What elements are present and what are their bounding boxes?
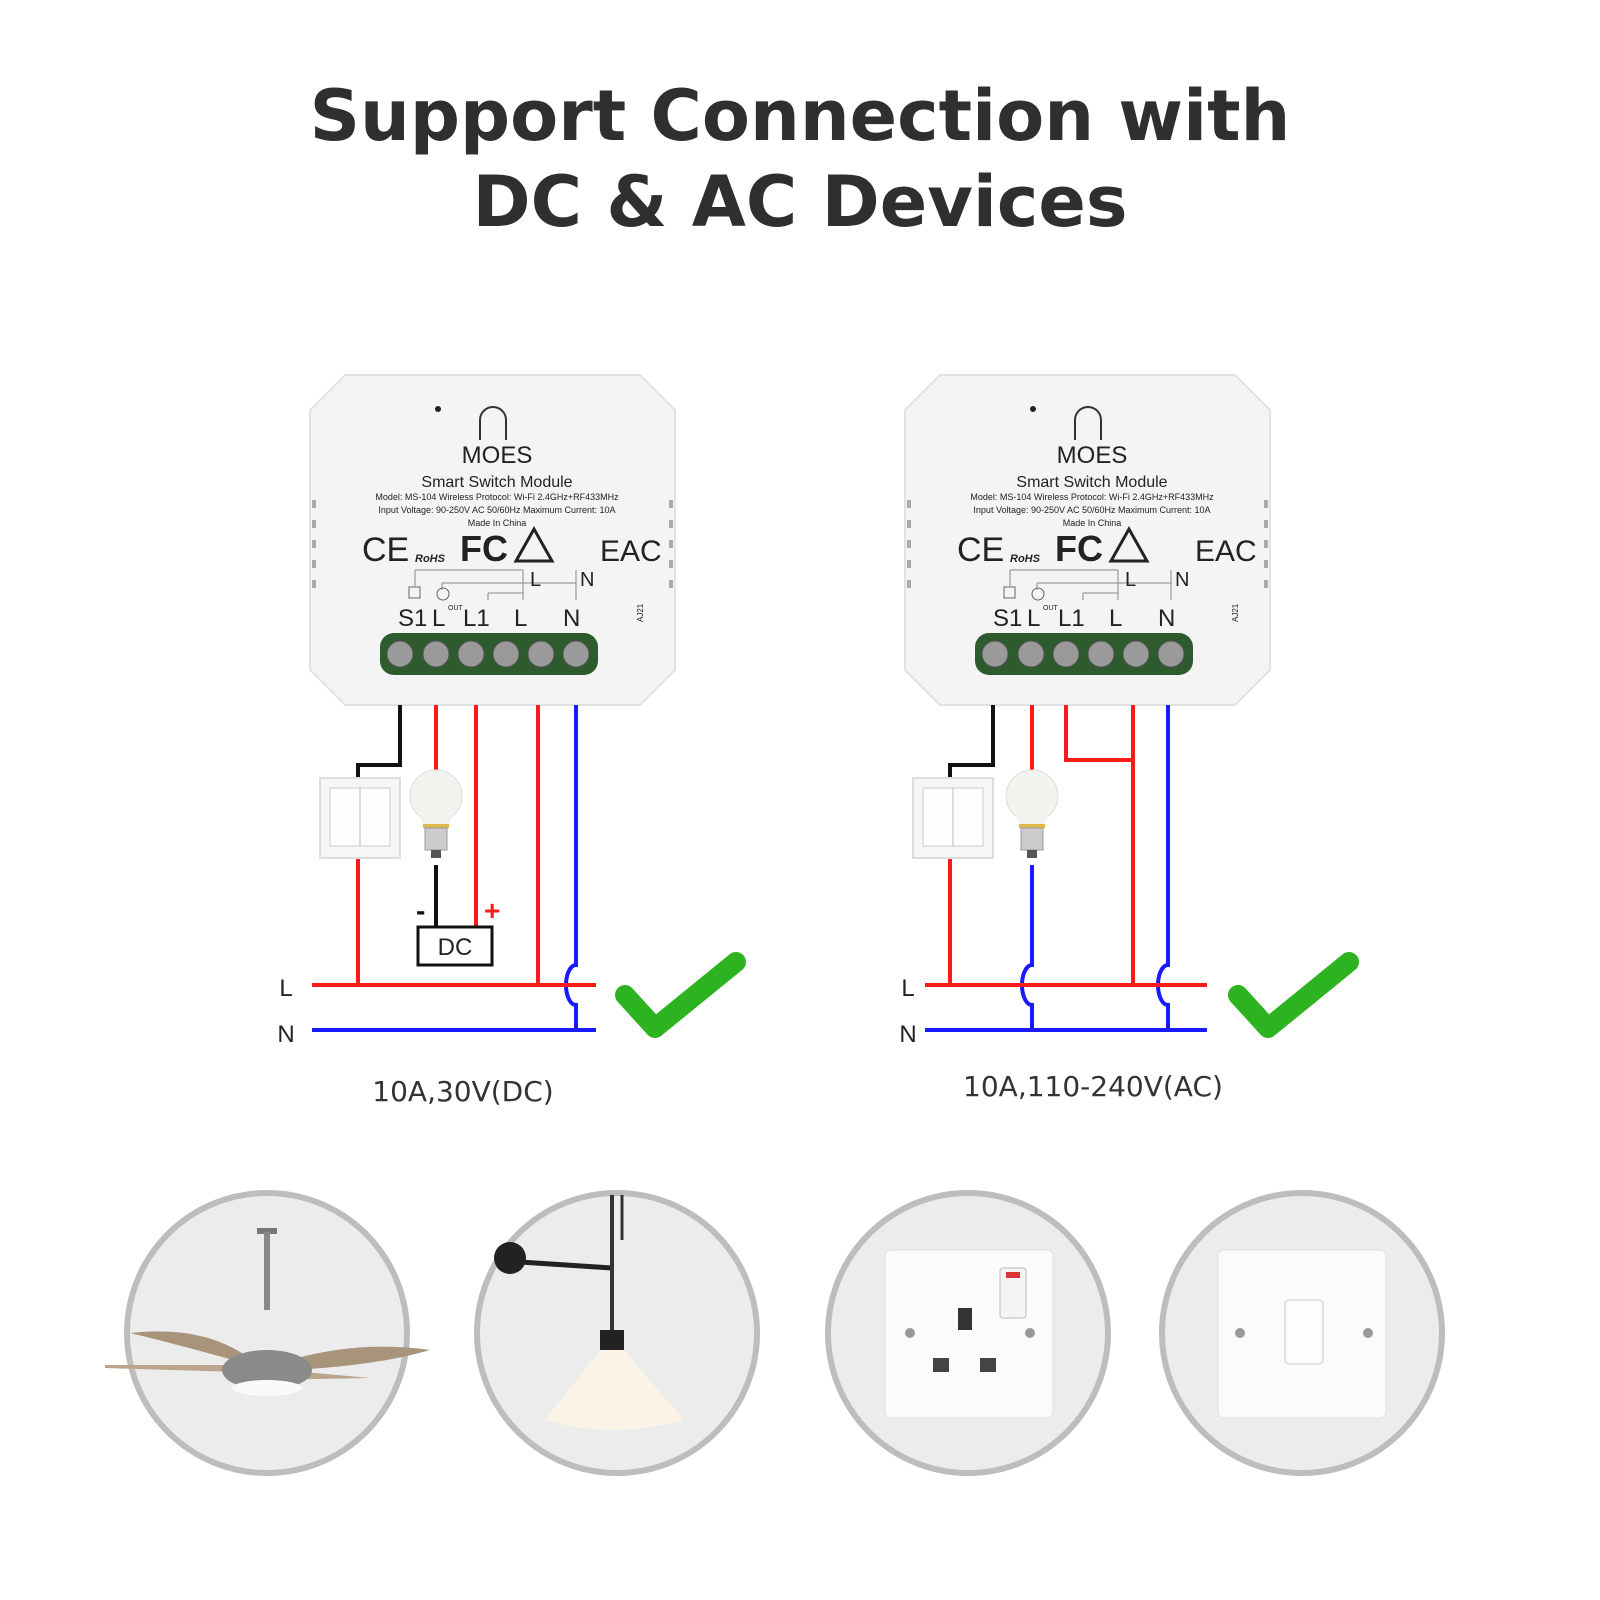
brand-logo: MOES [462,442,533,469]
line-l-label: L [279,975,292,1002]
module-label: MOES Smart Switch Module Model: MS-104 W… [957,442,1257,632]
terminal-lout: L [1027,605,1040,632]
device-ceiling-fan [105,1190,430,1476]
fcc-mark-icon: FC [1055,528,1103,569]
terminal-s1: S1 [398,605,427,632]
caption-ac: 10A,110-240V(AC) [963,1070,1223,1103]
rohs-mark-icon: RoHS [415,553,446,565]
dc-minus: - [416,895,425,926]
line-n-label: N [277,1021,294,1048]
module-spec-2: Input Voltage: 90-250V AC 50/60Hz Maximu… [378,505,615,515]
schematic-n: N [580,569,594,591]
rohs-mark-icon: RoHS [1010,553,1041,565]
module-name: Smart Switch Module [1016,474,1167,491]
device-pendant-lamp [474,1190,760,1476]
warning-icon [513,525,555,563]
title-line-1: Support Connection with [309,75,1291,157]
diagram-ac: MOES Smart Switch Module Model: MS-104 W… [899,374,1359,1103]
title-line-2: DC & AC Devices [472,161,1128,243]
device-wall-switch [1159,1190,1445,1476]
warning-icon [1108,525,1150,563]
wall-switch-icon [912,777,994,859]
eac-mark-icon: EAC [1195,535,1257,568]
diagram-dc: MOES Smart Switch Module Model: MS-104 W… [277,374,746,1108]
terminal-l1: L1 [463,605,490,632]
dc-plus: + [484,895,500,926]
terminal-l: L [514,605,527,632]
wires [925,705,1207,1032]
module-name: Smart Switch Module [421,474,572,491]
lamp-icon [545,1350,684,1430]
terminal-n: N [563,605,580,632]
terminal-l: L [1109,605,1122,632]
device-wall-socket [825,1190,1111,1476]
check-icon [615,952,746,1038]
line-n-label: N [899,1021,916,1048]
module-label: MOES Smart Switch Module Model: MS-104 W… [362,442,662,632]
wall-switch-icon [319,777,401,859]
terminal-lout: L [432,605,445,632]
module-code: AJ21 [1231,603,1240,622]
wires [312,705,596,1032]
out-label: OUT [1043,605,1059,612]
module-origin: Made In China [1063,518,1122,528]
fcc-mark-icon: FC [460,528,508,569]
dc-label: DC [438,934,473,961]
terminal-s1: S1 [993,605,1022,632]
ce-mark-icon: CE [957,531,1004,569]
light-bulb-icon [1005,769,1059,859]
light-bulb-icon [409,769,463,859]
terminal-n: N [1158,605,1175,632]
eac-mark-icon: EAC [600,535,662,568]
out-label: OUT [448,605,464,612]
module-spec-2: Input Voltage: 90-250V AC 50/60Hz Maximu… [973,505,1210,515]
dc-source-box [416,925,494,967]
fan-icon [222,1350,312,1390]
schematic-l: L [1125,569,1136,591]
module-code: AJ21 [636,603,645,622]
terminal-l1: L1 [1058,605,1085,632]
ce-mark-icon: CE [362,531,409,569]
module-spec-1: Model: MS-104 Wireless Protocol: Wi-Fi 2… [375,492,619,502]
caption-dc: 10A,30V(DC) [372,1075,553,1108]
schematic-l: L [530,569,541,591]
schematic-n: N [1175,569,1189,591]
line-l-label: L [901,975,914,1002]
brand-logo: MOES [1057,442,1128,469]
module-spec-1: Model: MS-104 Wireless Protocol: Wi-Fi 2… [970,492,1214,502]
check-icon [1228,952,1359,1038]
module-origin: Made In China [468,518,527,528]
